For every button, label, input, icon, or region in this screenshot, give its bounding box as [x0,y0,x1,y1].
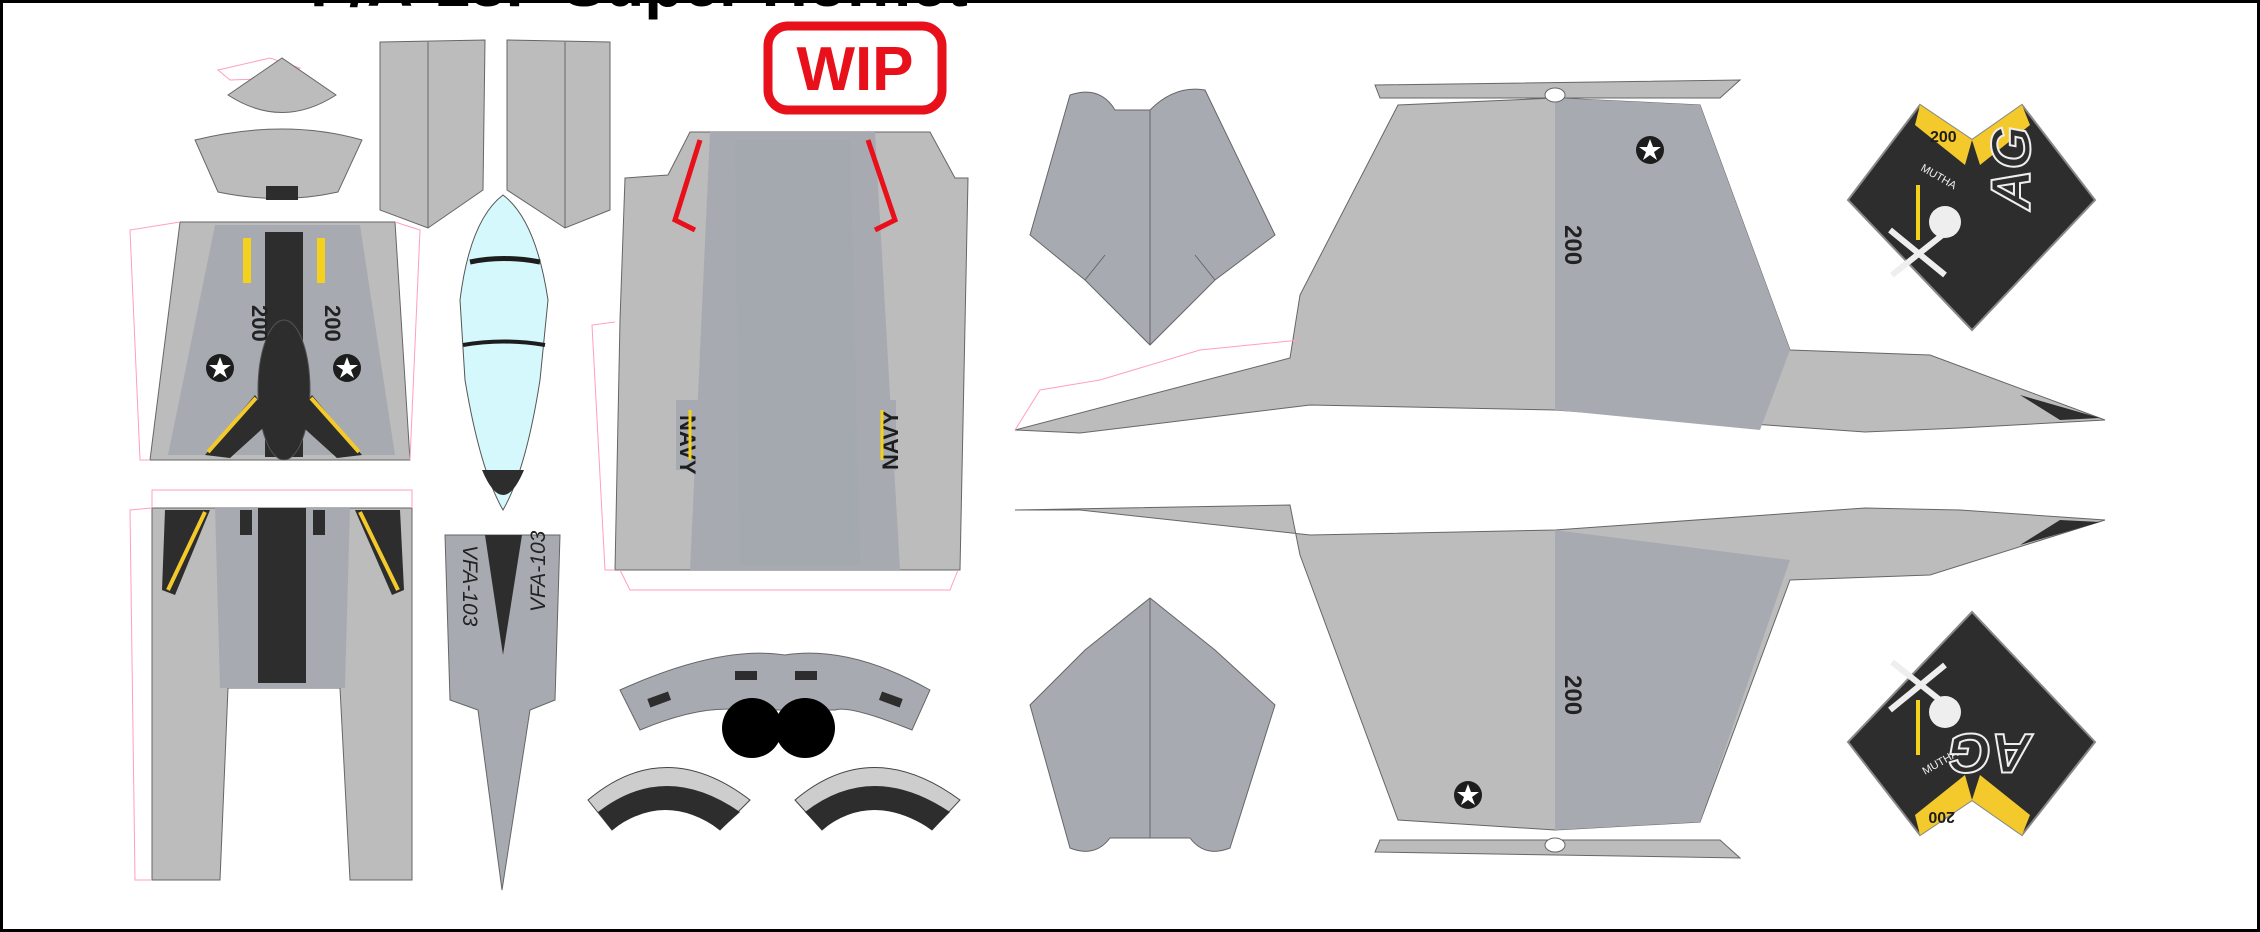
wing-modex-upper: 200 [1559,225,1586,265]
tail-art-lower: 200 MUTHA AG [1846,610,2097,837]
canopy-piece [459,194,549,512]
spine-piece: VFA-103 VFA-103 [444,530,561,891]
sheet-title: F/A-18F Super Hornet [310,0,968,20]
wing-lower-piece: 200 [1014,504,2106,859]
modex-left: 200 [247,305,272,342]
nozzle-piece [619,652,931,758]
squadron-right: VFA-103 [527,530,550,612]
tail-modex-upper: 200 [1930,129,1957,146]
wing-upper-piece: 200 [1014,79,2106,434]
wing-modex-lower: 200 [1559,675,1586,715]
vertical-stabilizer-pieces [379,39,611,229]
intake-lower-piece [1029,597,1276,852]
wip-badge: WIP [763,21,947,115]
intake-upper-piece [1029,88,1276,346]
forward-fuselage-piece: 200 200 [129,221,421,461]
exhaust-ring-left [587,767,751,831]
navy-left: NAVY [675,415,700,475]
radome-piece [216,57,337,113]
tail-code-upper: AG [1979,126,2042,212]
center-fuselage-piece [129,489,413,881]
tail-art-upper: 200 MUTHA AG [1846,103,2097,332]
tail-code-lower: AG [1948,722,2034,785]
modex-right: 200 [320,305,345,342]
exhaust-ring-right [794,767,961,831]
wip-badge-label: WIP [796,35,913,104]
squadron-left: VFA-103 [458,545,481,627]
tail-modex-lower: 200 [1928,808,1955,825]
upper-fuselage-piece: NAVY NAVY [591,131,969,591]
nose-band-piece [194,128,363,200]
